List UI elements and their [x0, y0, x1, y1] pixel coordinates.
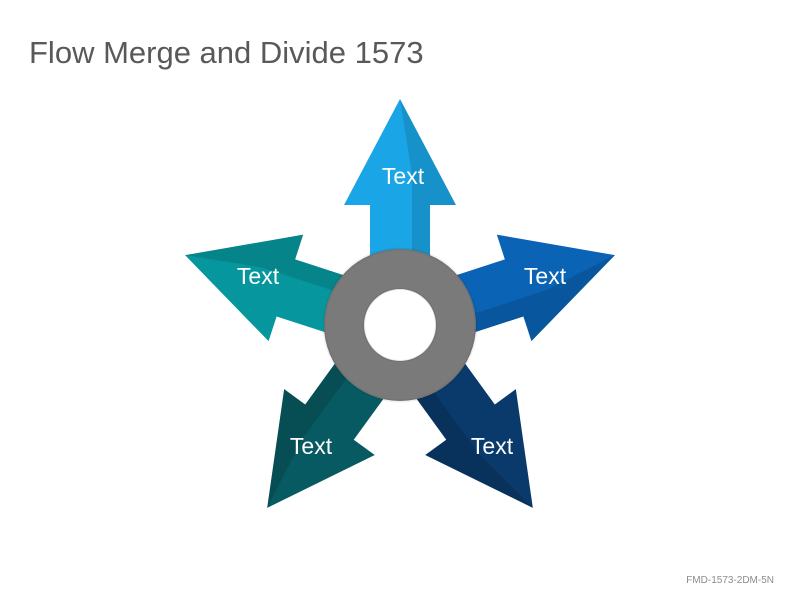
center-hub: [322, 247, 478, 403]
page-title: Flow Merge and Divide 1573: [29, 35, 424, 70]
arrow-label-top: Text: [382, 163, 425, 189]
arrow-label-left: Text: [237, 263, 280, 289]
footer-code: FMD-1573-2DM-5N: [686, 575, 774, 586]
arrow-label-bottom-left: Text: [290, 433, 333, 459]
arrow-label-bottom-right: Text: [471, 433, 514, 459]
arrow-label-right: Text: [524, 263, 567, 289]
